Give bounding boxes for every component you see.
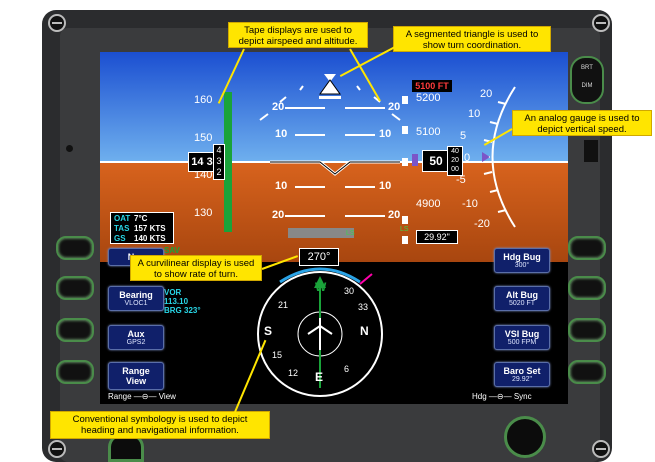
left-bezel-button-2[interactable] xyxy=(56,276,94,300)
vs-tick: 10 xyxy=(468,108,481,120)
pitch-line xyxy=(345,215,385,217)
brt-label: BRT xyxy=(581,65,593,71)
nav-source-info: VOR 113.10 BRG 323° xyxy=(164,288,201,315)
right-bezel-button-2[interactable] xyxy=(568,276,606,300)
pitch-label: 10 xyxy=(379,180,392,192)
screw-icon xyxy=(48,14,66,32)
hsi xyxy=(100,262,568,404)
screw-icon xyxy=(592,440,610,458)
dim-label: DIM xyxy=(581,83,593,89)
compass-num: 30 xyxy=(344,286,355,296)
speed-tick: 160 xyxy=(194,94,213,106)
altitude-tape xyxy=(402,96,408,246)
compass-num: 6 xyxy=(344,364,350,374)
screw-icon xyxy=(48,440,66,458)
speed-tick: 150 xyxy=(194,132,213,144)
compass-n-top: W xyxy=(315,280,327,294)
compass-num: 15 xyxy=(272,350,283,360)
screw-icon xyxy=(592,14,610,32)
vs-tick: 20 xyxy=(480,88,493,100)
pitch-line xyxy=(345,134,375,136)
compass-s: S xyxy=(264,324,273,338)
callout-heading-symbology: Conventional symbology is used to depict… xyxy=(50,411,270,439)
sky xyxy=(100,52,568,162)
speed-tick: 140 xyxy=(194,169,213,181)
roll-scale xyxy=(259,74,401,121)
pitch-label: 20 xyxy=(388,209,401,221)
turn-coordination-triangle xyxy=(319,79,341,99)
pitch-line xyxy=(345,186,375,188)
callout-tape-displays: Tape displays are used to depict airspee… xyxy=(228,22,368,48)
ls-indicator: LS xyxy=(346,230,355,237)
pitch-label: 10 xyxy=(275,128,288,140)
vs-tick: -10 xyxy=(462,198,478,210)
pitch-label: 20 xyxy=(272,101,285,113)
callout-vertical-speed: An analog gauge is used to depict vertic… xyxy=(512,110,652,136)
right-bezel-button-4[interactable] xyxy=(568,360,606,384)
altitude-bug-readout: 5100 FT xyxy=(412,80,452,92)
pitch-label: 20 xyxy=(272,209,285,221)
horizon-line xyxy=(100,161,568,163)
altitude-tick: 4900 xyxy=(416,198,441,210)
range-view-label: Range —⊖— View xyxy=(108,392,176,401)
slip-skid-indicator xyxy=(288,228,354,238)
airspeed-readout: 14 3 xyxy=(188,152,216,172)
speed-tick: 130 xyxy=(194,207,213,219)
pitch-label: 10 xyxy=(275,180,288,192)
airspeed-green-band xyxy=(224,92,232,232)
altitude-tick: 5200 xyxy=(416,92,441,104)
vs-tick: -5 xyxy=(456,174,466,186)
compass-num: 12 xyxy=(288,368,299,378)
pitch-line xyxy=(285,107,325,109)
hdg-sync-label: Hdg —⊖— Sync xyxy=(472,392,532,401)
right-bezel-button-1[interactable] xyxy=(568,236,606,260)
vs-tick: -20 xyxy=(474,218,490,230)
hdg-sync-knob[interactable] xyxy=(504,416,546,458)
vs-tick: 0 xyxy=(464,152,471,164)
ground xyxy=(100,162,568,262)
left-bezel-button-1[interactable] xyxy=(56,236,94,260)
baro-readout: 29.92" xyxy=(416,230,458,244)
compass-num: 33 xyxy=(358,302,369,312)
pitch-line xyxy=(285,215,325,217)
compass-rose xyxy=(257,267,383,397)
compass-num: 21 xyxy=(278,300,289,310)
compass-e: E xyxy=(315,370,324,384)
pfd-screen: 20 20 10 10 10 10 20 20 160 150 140 130 … xyxy=(100,52,568,404)
callout-rate-of-turn: A curvilinear display is used to show ra… xyxy=(130,255,262,281)
aircraft-symbol xyxy=(270,160,400,176)
sav-label: SAV xyxy=(164,246,180,255)
light-sensor-icon xyxy=(66,145,73,152)
pitch-label: 10 xyxy=(379,128,392,140)
heading-readout: 270° xyxy=(299,248,339,266)
altitude-tick: 5100 xyxy=(416,126,441,138)
pitch-line xyxy=(295,186,325,188)
altitude-readout: 50 xyxy=(422,150,450,172)
card-slot xyxy=(584,140,598,162)
pitch-label: 20 xyxy=(388,101,401,113)
brightness-rocker[interactable]: BRT DIM xyxy=(570,56,604,104)
pitch-line xyxy=(295,134,325,136)
left-bezel-button-3[interactable] xyxy=(56,318,94,342)
vs-tick: 5 xyxy=(460,130,467,142)
right-bezel-button-3[interactable] xyxy=(568,318,606,342)
left-bezel-button-4[interactable] xyxy=(56,360,94,384)
pitch-line xyxy=(345,107,385,109)
gs-indicator: LS xyxy=(400,226,409,233)
callout-turn-coordination: A segmented triangle is used to show tur… xyxy=(393,26,551,52)
compass-n: N xyxy=(360,324,369,338)
altitude-bug xyxy=(412,154,418,166)
